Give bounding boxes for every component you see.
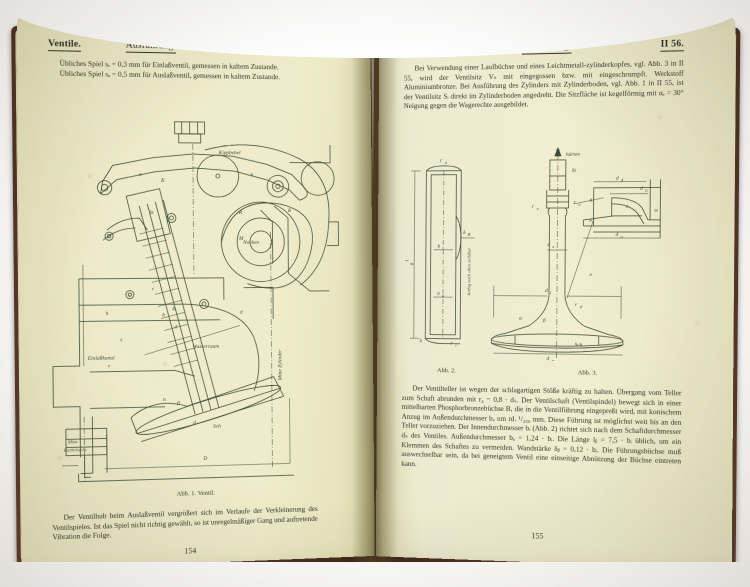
svg-text:4: 4 [621, 177, 624, 182]
svg-text:i: i [442, 246, 444, 251]
svg-text:d: d [640, 185, 643, 191]
svg-text:b: b [437, 291, 440, 297]
svg-text:δ: δ [463, 230, 466, 236]
left-page: Ventile. Ausführung. Übliches Spiel sₑ =… [16, 13, 375, 571]
svg-text:M: M [238, 236, 244, 242]
svg-text:d: d [193, 420, 196, 426]
svg-text:d: d [174, 324, 177, 330]
svg-text:a: a [139, 172, 142, 178]
svg-text:s: s [120, 337, 122, 343]
svg-text:d: d [547, 356, 550, 362]
folio-left: 154 [184, 546, 197, 556]
svg-text:Kipphebel: Kipphebel [218, 150, 241, 156]
svg-text:Sch: Sch [575, 342, 583, 348]
page-bottom-mask [0, 562, 750, 587]
figure-abb-2-and-3-drawing: ra l B bi ba δB kerbig nach oben sichtba… [405, 146, 689, 363]
svg-text:r: r [574, 200, 577, 206]
svg-text:w: w [654, 208, 658, 214]
svg-text:K: K [160, 178, 165, 184]
svg-text:b: b [162, 312, 165, 318]
svg-text:Nocken: Nocken [242, 240, 259, 246]
svg-text:Wasserraum: Wasserraum [193, 344, 220, 350]
right-paragraph-bottom: Der Ventilteller ist wegen der schlagart… [401, 383, 682, 468]
svg-text:D: D [202, 456, 207, 462]
svg-text:r: r [450, 341, 453, 347]
svg-text:b: b [590, 198, 593, 204]
svg-text:b: b [250, 172, 253, 178]
right-page: Ventile. Ausführung. II 56. Bei Verwendu… [375, 15, 736, 570]
svg-text:a: a [445, 160, 448, 165]
svg-text:d: d [580, 304, 583, 309]
svg-text:St: St [572, 168, 577, 174]
svg-text:d: d [615, 232, 618, 238]
svg-text:e: e [579, 202, 581, 207]
folio-right: 155 [531, 531, 544, 541]
svg-text:Mitte: Mitte [67, 440, 78, 445]
svg-text:kerbig nach oben sichtbar: kerbig nach oben sichtbar [466, 248, 471, 296]
running-head-left-title: Ventile. [48, 38, 82, 52]
svg-text:i: i [550, 290, 552, 295]
svg-text:r: r [108, 364, 111, 370]
figure-abb-2-caption: Abb. 2. [436, 367, 456, 375]
svg-text:b: b [437, 244, 440, 250]
svg-text:Sch: Sch [213, 424, 221, 430]
svg-text:B: B [409, 262, 414, 265]
svg-text:δ: δ [419, 338, 422, 344]
svg-text:a: a [645, 187, 648, 192]
running-head-right: Ventile. Ausführung. II 56. [404, 39, 685, 58]
svg-text:B: B [172, 306, 176, 312]
svg-text:r: r [440, 158, 443, 164]
svg-text:B: B [468, 232, 471, 237]
left-footer-paragraph: Der Ventilhub beim Auslaßventil vergröße… [52, 503, 318, 542]
svg-text:a: a [621, 234, 624, 239]
svg-text:r: r [575, 302, 578, 308]
svg-text:r: r [152, 286, 155, 292]
svg-text:h: h [106, 311, 109, 317]
svg-text:d: d [545, 288, 548, 294]
svg-text:α: α [163, 397, 166, 403]
running-head-right-section: Ausführung. [521, 41, 572, 55]
svg-text:d: d [616, 176, 619, 182]
figure-abb-3-caption: Abb. 3. [577, 369, 598, 377]
svg-text:St: St [149, 210, 154, 216]
svg-text:a: a [442, 293, 445, 298]
running-head-right-number: II 56. [660, 39, 685, 52]
svg-text:i: i [455, 343, 457, 348]
svg-text:d: d [240, 310, 243, 316]
svg-text:Mitte Zylinder: Mitte Zylinder [277, 349, 283, 382]
figure-abb-1: Kipphebel Nocken Wasserraum Einlaßkanal … [40, 112, 342, 498]
running-head-left-section: Ausführung. [125, 40, 177, 54]
right-paragraph-top: Bei Verwendung einer Laufbüchse und eine… [403, 58, 684, 111]
svg-text:Kurbelwelle: Kurbelwelle [63, 448, 87, 454]
svg-text:r: r [532, 204, 535, 210]
svg-text:R: R [238, 210, 243, 216]
svg-text:a: a [552, 358, 555, 363]
svg-text:β: β [542, 318, 546, 324]
svg-text:härten: härten [566, 152, 580, 158]
svg-text:l: l [405, 259, 411, 261]
running-head-right-title: Ventile. [404, 44, 436, 58]
svg-text:β: β [176, 400, 180, 406]
svg-text:Einlaßkanal: Einlaßkanal [87, 354, 115, 361]
svg-text:e: e [537, 206, 539, 211]
svg-text:e: e [589, 218, 592, 224]
figure-abb-1-drawing: Kipphebel Nocken Wasserraum Einlaßkanal … [40, 120, 342, 487]
svg-text:s: s [552, 244, 554, 249]
svg-text:x: x [587, 272, 594, 278]
svg-text:α: α [519, 316, 522, 322]
running-head-left: Ventile. Ausführung. [48, 38, 308, 56]
svg-text:d: d [547, 242, 550, 248]
book-spine-fold [374, 24, 376, 562]
svg-text:R: R [287, 208, 292, 214]
svg-text:x: x [625, 204, 629, 210]
figure-abb-1-caption: Abb. 1. Ventil. [176, 489, 215, 498]
